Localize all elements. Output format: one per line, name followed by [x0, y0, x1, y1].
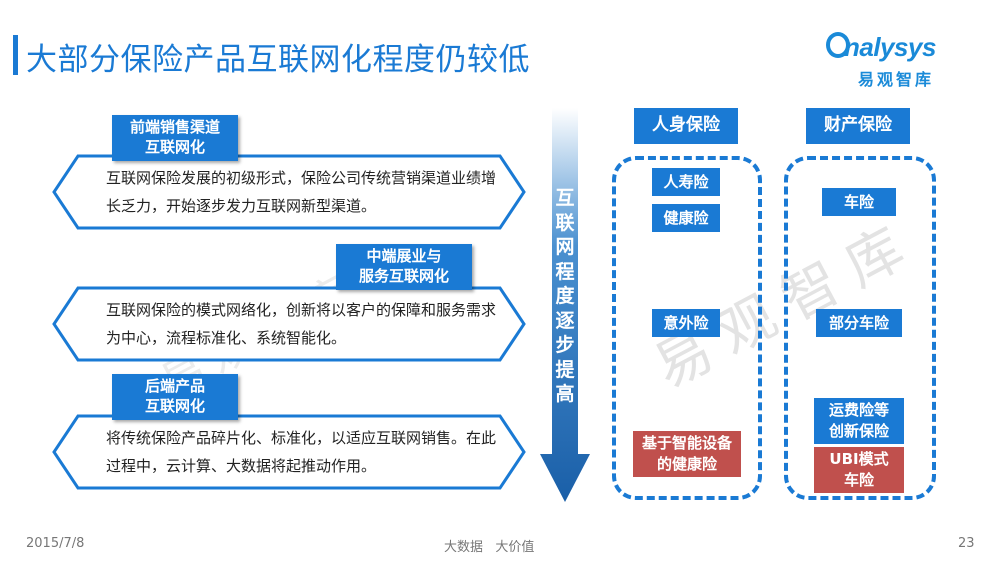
logo-a-ring-icon: [826, 32, 850, 58]
stage-tag-mid-end: 中端展业与 服务互联网化: [336, 244, 472, 290]
stage-description: 将传统保险产品碎片化、标准化，以适应互联网销售。在此过程中，云计算、大数据将起推…: [106, 429, 497, 475]
stage-box-mid-end: 互联网保险的模式网络化，创新将以客户的保障和服务需求为中心，流程标准化、系统智能…: [50, 284, 528, 364]
chip-health-insurance: 健康险: [652, 204, 720, 232]
stage-tag-front-end: 前端销售渠道 互联网化: [112, 115, 238, 161]
arrow-label: 互联网程度逐步提高: [555, 187, 575, 405]
stage-box-back-end: 将传统保险产品碎片化、标准化，以适应互联网销售。在此过程中，云计算、大数据将起推…: [50, 412, 528, 492]
property-insurance-group: [784, 156, 936, 500]
chip-ubi-auto-insurance: UBI模式车险: [814, 447, 904, 493]
chip-smart-device-health-insurance: 基于智能设备的健康险: [633, 431, 741, 477]
stage-description: 互联网保险发展的初级形式，保险公司传统营销渠道业绩增长乏力，开始逐步发力互联网新…: [106, 169, 497, 215]
stage-box-outline: [52, 286, 526, 362]
column-header-property-insurance: 财产保险: [806, 108, 910, 144]
logo-wordmark: nalysys: [844, 32, 936, 62]
stage-box-front-end: 互联网保险发展的初级形式，保险公司传统营销渠道业绩增长乏力，开始逐步发力互联网新…: [50, 152, 528, 232]
chip-life-insurance: 人寿险: [652, 168, 720, 196]
chip-accident-insurance: 意外险: [652, 309, 720, 337]
analysys-logo: nalysys 易观智库: [826, 28, 976, 89]
chip-partial-auto-insurance: 部分车险: [816, 309, 902, 337]
footer-date: 2015/7/8: [26, 536, 85, 551]
life-insurance-group: [612, 156, 762, 500]
chip-auto-insurance: 车险: [822, 188, 896, 216]
progress-down-arrow-icon: [540, 108, 590, 504]
stage-box-outline: [52, 414, 526, 490]
footer-slogan: 大数据 大价值: [444, 540, 535, 555]
stage-description: 互联网保险的模式网络化，创新将以客户的保障和服务需求为中心，流程标准化、系统智能…: [106, 301, 497, 347]
stage-box-outline: [52, 154, 526, 230]
chip-freight-innovative-insurance: 运费险等创新保险: [814, 398, 904, 444]
logo-subtitle: 易观智库: [858, 70, 935, 89]
page-number: 23: [958, 536, 975, 551]
title-accent-bar: [13, 35, 18, 75]
column-header-life-insurance: 人身保险: [634, 108, 738, 144]
stage-tag-back-end: 后端产品 互联网化: [112, 374, 238, 420]
page-title: 大部分保险产品互联网化程度仍较低: [26, 42, 530, 78]
